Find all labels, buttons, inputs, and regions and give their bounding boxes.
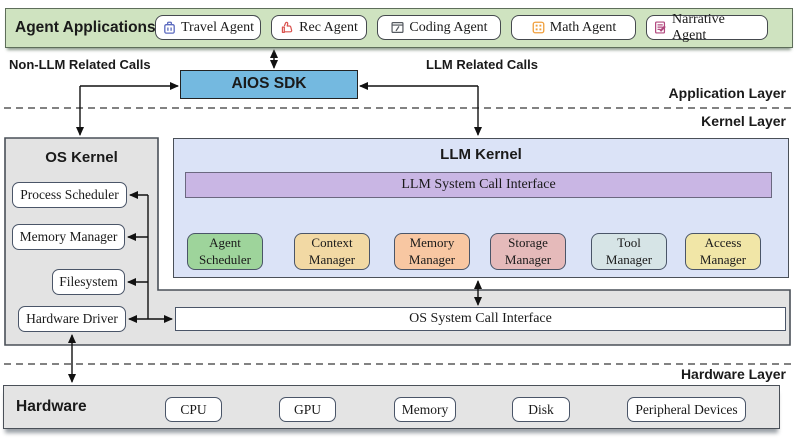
agent-button-narrative: Narrative Agent bbox=[646, 12, 768, 43]
agent-button-label: Narrative Agent bbox=[672, 11, 725, 43]
llm-kernel-title: LLM Kernel bbox=[440, 146, 522, 163]
process-scheduler-box: Process Scheduler bbox=[12, 182, 127, 208]
peripheral-devices-box: Peripheral Devices bbox=[627, 397, 746, 422]
agent-button-label: Travel Agent bbox=[181, 19, 254, 35]
non-llm-calls-label: Non-LLM Related Calls bbox=[9, 57, 151, 72]
memory-box: Memory bbox=[394, 397, 456, 422]
cpu-box: CPU bbox=[165, 397, 222, 422]
agent-button-label: Math Agent bbox=[549, 19, 617, 35]
agent-scheduler-box: Agent Scheduler bbox=[187, 233, 263, 270]
hardware-title: Hardware bbox=[16, 398, 87, 415]
context-manager-box: Context Manager bbox=[294, 233, 370, 270]
tool-manager-box: Tool Manager bbox=[591, 233, 667, 270]
memory-manager-llm-box: Memory Manager bbox=[394, 233, 470, 270]
os-system-call-interface: OS System Call Interface bbox=[175, 307, 786, 331]
suitcase-icon bbox=[164, 21, 175, 34]
aios-sdk-box: AIOS SDK bbox=[180, 70, 358, 99]
os-kernel-title: OS Kernel bbox=[45, 149, 118, 166]
hardware-layer-label: Hardware Layer bbox=[680, 366, 786, 382]
application-layer-label: Application Layer bbox=[668, 85, 786, 101]
storage-manager-box: Storage Manager bbox=[490, 233, 566, 270]
hardware-driver-box: Hardware Driver bbox=[18, 306, 126, 332]
kernel-layer-label: Kernel Layer bbox=[701, 113, 786, 129]
access-manager-box: Access Manager bbox=[685, 233, 761, 270]
agent-button-label: Coding Agent bbox=[409, 19, 488, 35]
agent-applications-title: Agent Applications bbox=[15, 19, 156, 36]
agent-button-label: Rec Agent bbox=[299, 19, 358, 35]
memory-manager-os-box: Memory Manager bbox=[12, 224, 125, 250]
os-kernel-region bbox=[4, 137, 791, 346]
document-pen-icon bbox=[655, 21, 666, 34]
code-window-icon bbox=[391, 22, 404, 33]
disk-box: Disk bbox=[512, 397, 570, 422]
agent-button-coding: Coding Agent bbox=[377, 15, 501, 40]
agent-button-travel: Travel Agent bbox=[155, 15, 261, 40]
thumbs-up-icon bbox=[281, 21, 293, 33]
gpu-box: GPU bbox=[279, 397, 336, 422]
agent-button-math: Math Agent bbox=[511, 15, 636, 40]
agent-button-rec: Rec Agent bbox=[271, 15, 367, 40]
filesystem-box: Filesystem bbox=[52, 269, 125, 295]
dice-icon bbox=[532, 21, 545, 34]
llm-calls-label: LLM Related Calls bbox=[426, 57, 538, 72]
llm-system-call-interface: LLM System Call Interface bbox=[185, 172, 772, 198]
